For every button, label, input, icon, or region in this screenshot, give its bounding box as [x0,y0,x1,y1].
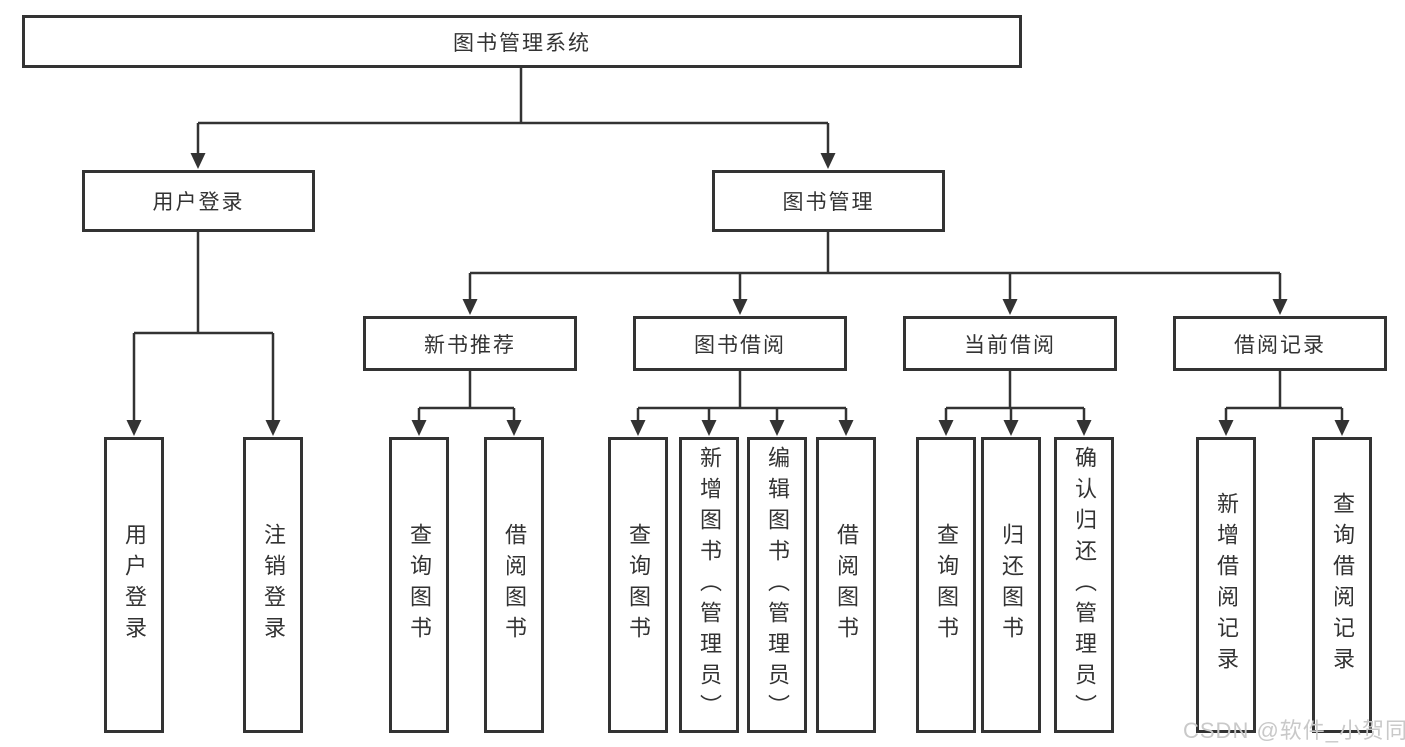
leaf-query-borrow-record: 查询借阅记录 [1312,437,1372,733]
node-label: 查询图书 [934,523,959,647]
node-book-borrowing: 图书借阅 [633,316,847,371]
node-label: 注销登录 [261,523,286,647]
leaf-add-borrow-record: 新增借阅记录 [1196,437,1256,733]
node-label: 查询借阅记录 [1330,492,1355,678]
leaf-borrow-books-recommend: 借阅图书 [484,437,544,733]
leaf-query-books-borrowing: 查询图书 [608,437,668,733]
node-label: 图书借阅 [694,333,786,357]
leaf-borrow-books: 借阅图书 [816,437,876,733]
node-label: 编辑图书（管理员） [765,445,790,725]
leaf-add-books-admin: 新增图书（管理员） [679,437,739,733]
node-label: 归还图书 [999,523,1024,647]
node-current-borrowing: 当前借阅 [903,316,1117,371]
node-label: 新增借阅记录 [1214,492,1239,678]
leaf-query-books-recommend: 查询图书 [389,437,449,733]
leaf-edit-books-admin: 编辑图书（管理员） [747,437,807,733]
node-label: 用户登录 [152,191,245,214]
leaf-return-books: 归还图书 [981,437,1041,733]
csdn-watermark: CSDN @软件_小贺同学 [1183,718,1405,743]
node-book-management: 图书管理 [712,170,945,232]
node-label: 查询图书 [407,523,432,647]
node-label: 新书推荐 [424,333,516,357]
node-label: 新增图书（管理员） [697,445,722,725]
node-label: 查询图书 [626,523,651,647]
node-label: 确认归还（管理员） [1072,445,1097,725]
leaf-logout: 注销登录 [243,437,303,733]
node-label: 当前借阅 [964,333,1056,357]
node-label: 借阅图书 [502,523,527,647]
connector-arrowheads [126,153,1350,436]
node-user-login: 用户登录 [82,170,315,232]
node-borrowing-records: 借阅记录 [1173,316,1387,371]
node-label: 用户登录 [122,523,147,647]
node-library-management-system: 图书管理系统 [22,15,1022,68]
node-label: 图书管理系统 [453,31,591,55]
connector-lines [132,68,1344,422]
node-label: 借阅图书 [834,523,859,647]
node-label: 借阅记录 [1234,333,1326,357]
node-new-book-recommendation: 新书推荐 [363,316,577,371]
node-label: 图书管理 [782,191,875,214]
leaf-user-login: 用户登录 [104,437,164,733]
leaf-query-books-current: 查询图书 [916,437,976,733]
leaf-confirm-return-admin: 确认归还（管理员） [1054,437,1114,733]
